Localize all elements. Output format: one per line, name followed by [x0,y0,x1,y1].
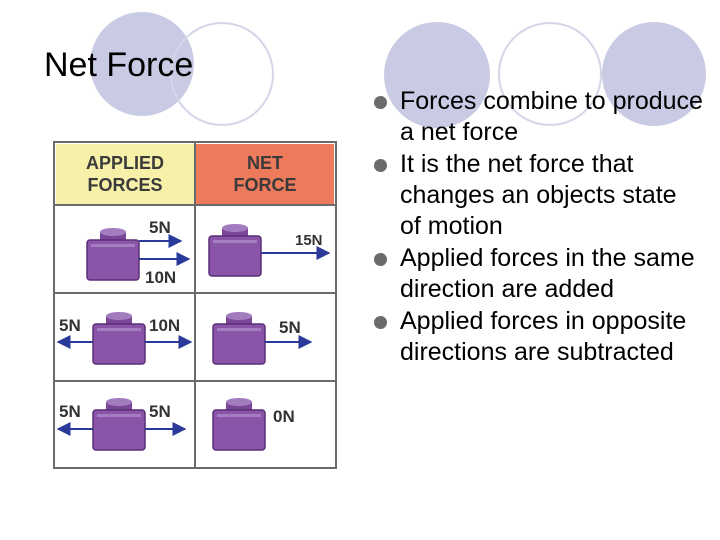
bullet-dot-icon [374,96,387,109]
net-force-diagram: APPLIED FORCES NET FORCE 5N 10N 15N 5N 1… [53,141,337,469]
bullet-text: It is the net force that changes an obje… [400,150,677,240]
net-force-figure: APPLIED FORCES NET FORCE 5N 10N 15N 5N 1… [53,141,337,469]
force-label: 15N [295,232,323,249]
net-header-line1: NET [247,153,283,173]
force-label: 5N [59,402,81,421]
bullet-item: Applied forces in opposite directions ar… [374,306,704,368]
applied-header-line2: FORCES [87,175,162,195]
bullet-text: Applied forces in the same direction are… [400,244,695,303]
force-label: 5N [279,318,301,337]
slide-title: Net Force [44,46,194,84]
bullet-dot-icon [374,316,387,329]
bullet-item: It is the net force that changes an obje… [374,149,704,242]
decor-circle [602,22,706,126]
force-label: 10N [149,316,180,335]
force-label: 5N [149,402,171,421]
net-header-line2: FORCE [234,175,297,195]
decor-ring [498,22,602,126]
force-label: 5N [149,218,171,237]
net-header-cell [195,144,334,204]
force-label: 5N [59,316,81,335]
bullet-list: Forces combine to produce a net force It… [374,86,704,369]
bullet-item: Forces combine to produce a net force [374,86,704,148]
decor-circle [384,22,490,128]
bullet-text: Forces combine to produce a net force [400,87,703,146]
bullet-text: Applied forces in opposite directions ar… [400,307,687,366]
force-label: 0N [273,407,295,426]
bullet-dot-icon [374,159,387,172]
bullet-item: Applied forces in the same direction are… [374,243,704,305]
decor-ring [170,22,274,126]
applied-header-line1: APPLIED [86,153,164,173]
force-label: 10N [145,268,176,287]
bullet-dot-icon [374,253,387,266]
applied-header-cell [56,144,195,204]
